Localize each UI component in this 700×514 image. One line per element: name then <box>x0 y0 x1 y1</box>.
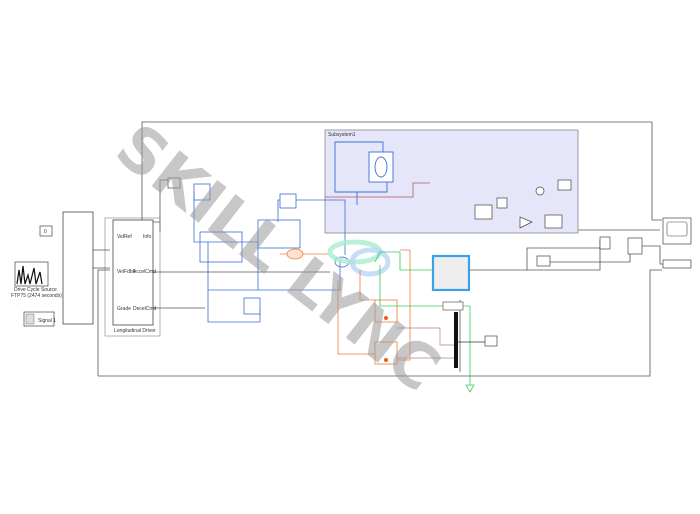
product-block[interactable] <box>599 236 611 250</box>
port-accelcmd: AccelCmd <box>133 269 156 275</box>
gain-block[interactable] <box>519 216 533 229</box>
display-block-2[interactable] <box>662 259 692 269</box>
port-grade: Grade <box>117 306 131 312</box>
divide-block[interactable] <box>544 214 563 229</box>
signal-builder-block[interactable]: Signal 1 <box>23 311 56 327</box>
clock-block[interactable] <box>536 255 551 267</box>
subsystem1[interactable]: Subsystem1 <box>324 129 579 234</box>
port-velref: VelRef <box>117 234 132 240</box>
mux-block[interactable] <box>62 211 94 325</box>
longitudinal-driver-block[interactable]: VelRef VelFdbk Grade DecelCmd AccelCmd I… <box>104 217 161 337</box>
display-block[interactable] <box>557 179 572 191</box>
bus-creator <box>454 312 458 368</box>
controller-block[interactable] <box>431 254 471 292</box>
port-velfdbk: VelFdbk <box>117 269 136 275</box>
subsystem-label: Subsystem1 <box>328 132 356 138</box>
signal-builder-label: Signal 1 <box>38 318 56 324</box>
sum-block[interactable] <box>535 186 545 196</box>
scope-icon[interactable] <box>167 177 181 189</box>
lookup-block[interactable] <box>474 204 493 220</box>
driver-label: Longitudinal Driver <box>114 328 156 334</box>
drive-cycle-sublabel: FTP75 (2474 seconds) <box>11 293 62 299</box>
mux-block-2[interactable] <box>627 237 643 255</box>
gain-block-2[interactable] <box>442 301 464 311</box>
scope-block-2[interactable] <box>484 335 498 347</box>
drive-cycle-source-block[interactable]: Drive Cycle Source FTP75 (2474 seconds) <box>11 261 62 299</box>
port-decelcmd: DecelCmd <box>133 306 157 312</box>
mechanical-network <box>374 251 475 393</box>
port-info: Info <box>143 234 152 240</box>
constant-value: 0 <box>44 229 47 235</box>
thermal-network <box>337 249 411 365</box>
thermal-mass-block[interactable] <box>286 248 304 260</box>
drive-cycle-label: Drive Cycle Source <box>14 287 57 293</box>
constant-block[interactable]: 0 <box>39 225 53 237</box>
constant-block-2[interactable] <box>496 197 508 209</box>
